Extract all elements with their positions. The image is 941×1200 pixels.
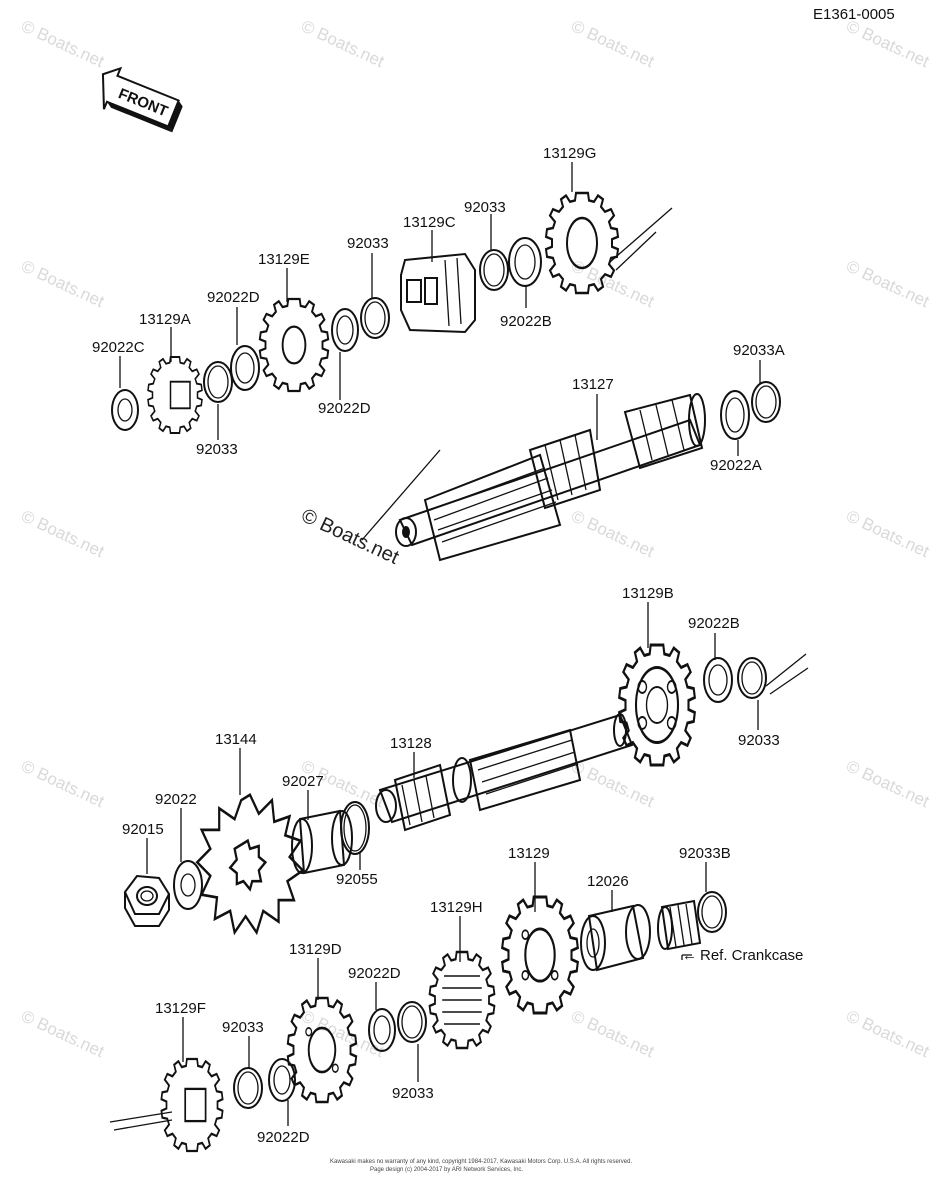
part-label[interactable]: 13129B (622, 585, 674, 602)
part-label[interactable]: 92033 (196, 441, 238, 458)
footer-design: Page design (c) 2004-2017 by ARI Network… (370, 1167, 523, 1173)
clip-92033[interactable] (397, 1001, 427, 1043)
ref-crankcase-label: Ref. Crankcase (700, 947, 803, 964)
part-label[interactable]: 13129D (289, 941, 342, 958)
clip-92033A[interactable] (751, 381, 781, 423)
part-label[interactable]: 13129H (430, 899, 483, 916)
diagram-code: E1361-0005 (813, 6, 895, 23)
oring-92055[interactable] (340, 801, 370, 855)
part-label[interactable]: 13129G (543, 145, 596, 162)
watermark: © Boats.net (18, 16, 107, 71)
part-label[interactable]: 92033 (347, 235, 389, 252)
gear-13129B[interactable] (617, 643, 697, 767)
part-label[interactable]: 92033 (392, 1085, 434, 1102)
gear-13129D[interactable] (286, 996, 358, 1104)
leader-lines (119, 162, 761, 1126)
leader-line (681, 954, 692, 960)
watermark: © Boats.net (843, 756, 932, 811)
washer-92022D[interactable] (230, 345, 260, 391)
part-label[interactable]: 13128 (390, 735, 432, 752)
clip-92033[interactable] (233, 1067, 263, 1109)
part-label[interactable]: 92055 (336, 871, 378, 888)
ref-arrow: ← (682, 947, 697, 964)
clip-92033[interactable] (360, 297, 390, 339)
watermark: © Boats.net (18, 756, 107, 811)
watermark: © Boats.net (568, 756, 657, 811)
axis-line (361, 449, 441, 541)
part-label[interactable]: 92022C (92, 339, 145, 356)
watermark: © Boats.net (843, 1006, 932, 1061)
watermark: © Boats.net (843, 256, 932, 311)
washer-92022[interactable] (173, 860, 203, 910)
watermark: © Boats.net (18, 1006, 107, 1061)
gear-13129C[interactable] (400, 252, 476, 334)
part-label[interactable]: 13144 (215, 731, 257, 748)
part-label[interactable]: 92022B (500, 313, 552, 330)
part-label[interactable]: 92022D (257, 1129, 310, 1146)
nut-92015[interactable] (123, 874, 171, 927)
part-label[interactable]: 13129E (258, 251, 310, 268)
clip-92033B[interactable] (697, 891, 727, 933)
bearing-12026[interactable] (580, 904, 651, 972)
axis-line (765, 653, 809, 695)
gear-13129G[interactable] (544, 191, 620, 295)
gear-13129A[interactable] (147, 356, 203, 434)
part-label[interactable]: 12026 (587, 873, 629, 890)
part-label[interactable]: 92022D (348, 965, 401, 982)
part-label[interactable]: 92033 (738, 732, 780, 749)
watermark: © Boats.net (568, 506, 657, 561)
watermark-center: © Boats.net (298, 505, 403, 569)
part-labels: 13129G 92033 13129C 92033 13129E 92022D … (92, 145, 803, 1146)
part-label[interactable]: 13129 (508, 845, 550, 862)
part-label[interactable]: 13127 (572, 376, 614, 393)
collar-92027[interactable] (291, 809, 353, 875)
watermark: © Boats.net (568, 16, 657, 71)
watermark: © Boats.net (568, 256, 657, 311)
washer-92022D[interactable] (268, 1058, 296, 1102)
part-label[interactable]: 92033A (733, 342, 785, 359)
sprocket-13144[interactable] (195, 793, 305, 936)
washer-92022B[interactable] (703, 657, 733, 703)
washer-92022A[interactable] (720, 390, 750, 440)
clip-92033[interactable] (203, 361, 233, 403)
part-label[interactable]: 92022D (207, 289, 260, 306)
part-label[interactable]: 92027 (282, 773, 324, 790)
part-label[interactable]: 92033 (464, 199, 506, 216)
part-label[interactable]: 92033B (679, 845, 731, 862)
shaft-13127[interactable] (395, 393, 706, 562)
washer-92022B[interactable] (508, 237, 542, 287)
part-label[interactable]: 92022B (688, 615, 740, 632)
gear-13129F[interactable] (160, 1057, 224, 1153)
part-label[interactable]: 13129A (139, 311, 191, 328)
part-label[interactable]: 92022 (155, 791, 197, 808)
needle-bearing[interactable] (657, 899, 702, 951)
watermark: © Boats.net (18, 256, 107, 311)
footer-copyright: Kawasaki makes no warranty of any kind, … (330, 1159, 632, 1165)
watermark: © Boats.net (298, 16, 387, 71)
shaft-13128[interactable] (375, 713, 634, 832)
clip-92033[interactable] (479, 249, 509, 291)
gear-13129H[interactable] (428, 950, 496, 1050)
axis-line (609, 207, 673, 271)
clip-92033[interactable] (737, 657, 767, 699)
part-label[interactable]: 13129C (403, 214, 456, 231)
gear-13129[interactable] (500, 895, 580, 1015)
washer-92022D[interactable] (368, 1008, 396, 1052)
part-label[interactable]: 92022A (710, 457, 762, 474)
watermark: © Boats.net (18, 506, 107, 561)
part-label[interactable]: 92022D (318, 400, 371, 417)
washer-92022D[interactable] (331, 308, 359, 352)
front-arrow-icon: FRONT (101, 66, 183, 133)
washer-92022C[interactable] (111, 389, 139, 431)
axis-line (109, 1111, 173, 1131)
watermark: © Boats.net (843, 506, 932, 561)
part-label[interactable]: 92015 (122, 821, 164, 838)
part-label[interactable]: 13129F (155, 1000, 206, 1017)
part-label[interactable]: 92033 (222, 1019, 264, 1036)
gear-13129E[interactable] (258, 297, 330, 393)
watermark: © Boats.net (568, 1006, 657, 1061)
watermark: © Boats.net (843, 16, 932, 71)
